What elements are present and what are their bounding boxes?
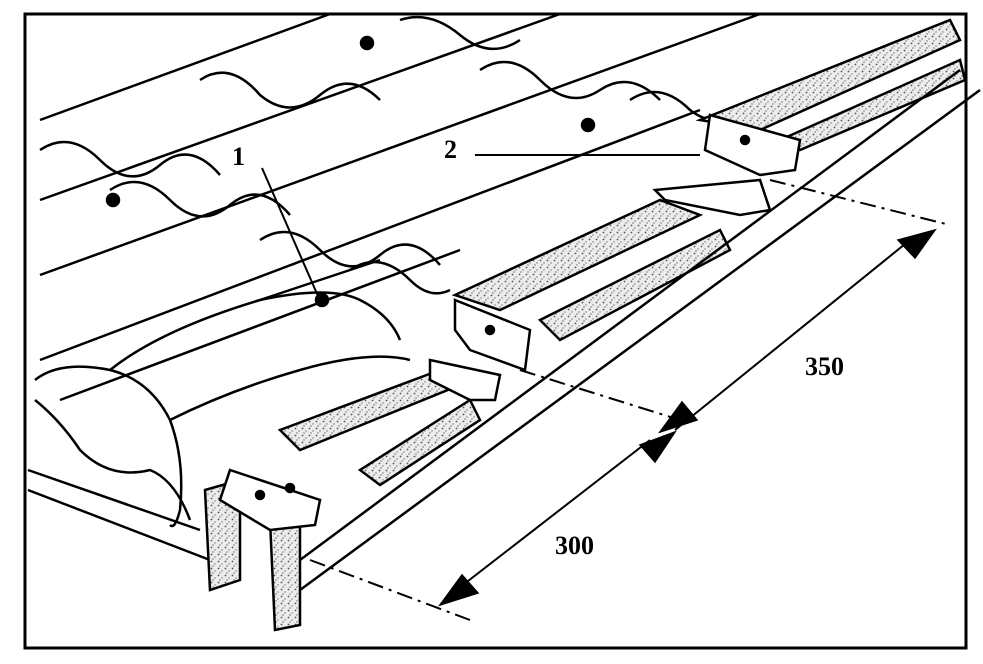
arrow-350-top [896,228,937,260]
eave-edge [299,68,981,592]
callout-2-label: 2 [444,135,457,164]
leader-lines [261,154,700,297]
arrow-300-top [638,430,677,464]
support-blocks [218,113,802,532]
dimension-arrows [438,228,937,607]
leader-1 [261,167,319,297]
dimension-350-label: 350 [805,352,844,381]
dimension-lines [309,179,951,621]
arrow-350-bottom [658,400,699,434]
dimension-300-label: 300 [555,531,594,560]
figure-frame [23,12,968,650]
battens [203,18,967,632]
callout-1-label: 1 [232,142,245,171]
arrow-300-bottom [438,573,480,607]
roof-tiles [27,12,761,562]
